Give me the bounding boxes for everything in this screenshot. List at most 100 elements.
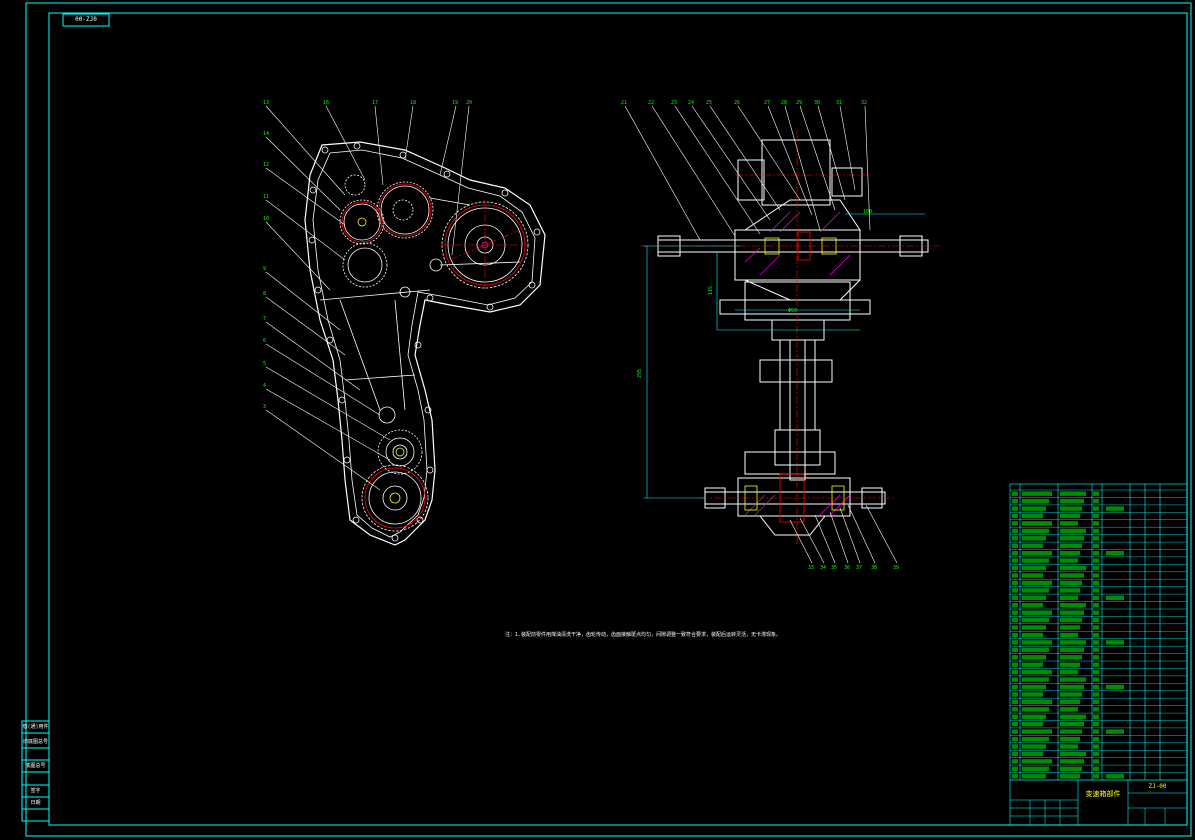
parts-list-cell-mark	[1012, 759, 1018, 764]
technical-requirements-note: 注：1.装配前零件用煤油清洗干净，齿轮传动，齿面接触斑点均匀，间隙调整一致符合要…	[505, 632, 780, 638]
parts-list-table	[1009, 483, 1188, 826]
parts-list-cell-mark	[1060, 573, 1084, 578]
parts-list-cell-mark	[1060, 558, 1078, 563]
svg-text:19: 19	[452, 100, 458, 106]
parts-list-cell-mark	[1060, 759, 1084, 764]
parts-list-cell-mark	[1022, 491, 1052, 496]
parts-list-cell-mark	[1093, 692, 1099, 697]
parts-list-cell-mark	[1060, 707, 1078, 712]
parts-list-cell-mark	[1022, 498, 1049, 504]
parts-list-cell-mark	[1022, 543, 1043, 548]
svg-text:100: 100	[863, 209, 872, 215]
svg-text:7: 7	[263, 316, 266, 322]
housing-inner-outline	[312, 149, 536, 538]
parts-list-cell-mark	[1060, 744, 1078, 749]
parts-list-cell-mark	[1106, 684, 1124, 690]
svg-text:22: 22	[648, 100, 654, 106]
parts-list-cell-mark	[1012, 640, 1018, 645]
side-view-leaders	[624, 105, 898, 564]
chain-lines	[319, 197, 521, 411]
parts-list-cell-mark	[1093, 699, 1099, 705]
svg-text:115: 115	[708, 286, 714, 295]
parts-list-cell-mark	[1012, 684, 1018, 690]
parts-list-cell-mark	[1022, 774, 1046, 779]
parts-list-cell-mark	[1106, 640, 1124, 645]
parts-list-cell-mark	[1012, 692, 1018, 697]
parts-list-cell-mark	[1012, 528, 1018, 534]
svg-text:37: 37	[856, 565, 862, 571]
parts-list-cell-mark	[1012, 744, 1018, 749]
parts-list-cell-mark	[1060, 528, 1086, 534]
housing-outline	[304, 141, 546, 546]
title-block-drawing-code: ZJ-00	[1148, 783, 1167, 790]
drawing-number-tag: 00-ZJ0	[75, 16, 97, 23]
parts-list-cell-mark	[1093, 610, 1099, 615]
parts-list-cell-mark	[1060, 513, 1080, 519]
svg-text:38: 38	[871, 565, 877, 571]
parts-list-cell-mark	[1060, 714, 1086, 719]
parts-list-cell-mark	[1012, 513, 1018, 519]
parts-list-cell-mark	[1022, 595, 1046, 600]
parts-list-cell-mark	[1060, 684, 1084, 690]
parts-list-cell-mark	[1012, 722, 1018, 727]
upper-assembly	[719, 139, 871, 321]
parts-list-cell-mark	[1093, 536, 1099, 541]
svg-text:28: 28	[781, 100, 787, 106]
dimension-lines	[643, 213, 925, 499]
parts-list-cell-mark	[1022, 662, 1043, 667]
parts-list-cell-mark	[1093, 774, 1099, 779]
parts-list-cell-mark	[1022, 744, 1046, 749]
parts-list-cell-mark	[1060, 736, 1080, 742]
vertical-column	[744, 319, 836, 481]
parts-list-cell-mark	[1022, 655, 1046, 660]
parts-list-cell-mark	[1093, 543, 1099, 548]
parts-list-cell-mark	[1022, 647, 1049, 653]
parts-list-cell-mark	[1106, 729, 1124, 734]
svg-text:30: 30	[814, 100, 820, 106]
dimension-values: 295 115 Φ56 100	[637, 209, 872, 378]
parts-list-cell-mark	[1022, 588, 1049, 593]
parts-list-cell-mark	[1022, 677, 1049, 682]
parts-list-cell-mark	[1022, 699, 1052, 705]
parts-list-cell-mark	[1012, 625, 1018, 630]
parts-list-cell-mark	[1106, 551, 1124, 556]
parts-list-cell-mark	[1060, 565, 1086, 571]
parts-list-cell-mark	[1022, 617, 1049, 623]
side-stamp-label: 日期	[30, 800, 41, 806]
parts-list-cell-mark	[1060, 774, 1080, 779]
parts-list-cell-mark	[1060, 610, 1084, 615]
parts-list-cell-mark	[1060, 551, 1080, 556]
parts-list-cell-mark	[1060, 498, 1084, 504]
parts-list-cell-mark	[1022, 558, 1049, 563]
svg-text:23: 23	[671, 100, 677, 106]
parts-list-cell-mark	[1060, 692, 1082, 697]
parts-list-cell-mark	[1093, 751, 1099, 757]
parts-list-cell-mark	[1022, 759, 1052, 764]
parts-list-cell-mark	[1093, 573, 1099, 578]
parts-list-cell-mark	[1012, 543, 1018, 548]
svg-text:13: 13	[263, 100, 269, 106]
side-stamp-label: 借(通)用件登记	[22, 724, 49, 730]
parts-list-cell-mark	[1060, 536, 1084, 541]
parts-list-cell-mark	[1060, 729, 1082, 734]
parts-list-cell-mark	[1060, 662, 1080, 667]
parts-list-cell-mark	[1022, 729, 1052, 734]
parts-list-cell-mark	[1093, 714, 1099, 719]
upper-hatching	[744, 211, 851, 276]
side-stamp-label: 底图总号	[25, 763, 46, 769]
parts-list-cell-mark	[1012, 670, 1018, 675]
svg-text:16: 16	[323, 100, 329, 106]
parts-list-cell-mark	[1060, 625, 1080, 630]
parts-list-cell-mark	[1106, 595, 1124, 600]
parts-list-cell-mark	[1060, 521, 1078, 526]
svg-text:9: 9	[263, 266, 266, 272]
parts-list-cell-mark	[1060, 491, 1086, 496]
lower-hatching	[744, 494, 851, 516]
svg-text:35: 35	[831, 565, 837, 571]
parts-list-cell-mark	[1060, 766, 1082, 771]
parts-list-cell-mark	[1093, 521, 1099, 526]
parts-list-cell-mark	[1012, 551, 1018, 556]
parts-list-cell-mark	[1093, 558, 1099, 563]
svg-text:14: 14	[263, 131, 269, 137]
